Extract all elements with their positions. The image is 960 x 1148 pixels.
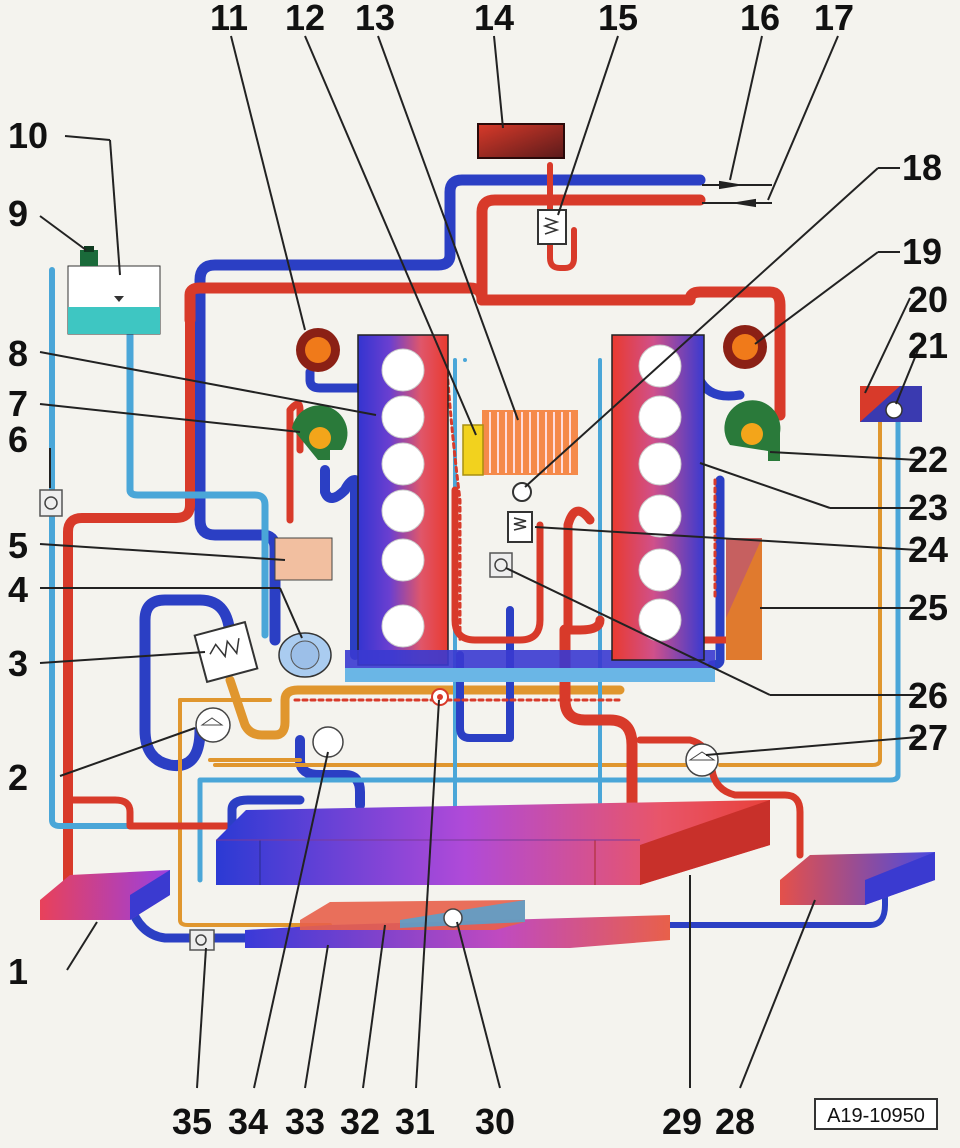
leader-lines (39, 35, 921, 1089)
blue-pipe-loop-3 (139, 594, 236, 772)
blue-pipe-7 (305, 367, 365, 393)
label-28: 28 (715, 1101, 755, 1142)
thermostat-24 (507, 511, 533, 543)
orange-pipe-3 (225, 675, 625, 740)
orange-pipe-bottom-left (178, 698, 332, 927)
auxiliary-cooler-28 (780, 852, 935, 905)
pump-34 (312, 726, 344, 758)
coolant-pump-7 (292, 405, 348, 460)
sensor-18 (512, 482, 532, 502)
heat-exchanger-13 (462, 410, 578, 476)
check-valve-6 (39, 489, 63, 517)
label-17: 17 (814, 0, 854, 38)
turbocharger-left (296, 328, 340, 372)
label-34: 34 (228, 1101, 268, 1142)
label-5: 5 (8, 525, 28, 566)
coolant-shutoff-valve-14 (477, 123, 565, 159)
label-9: 9 (8, 193, 28, 234)
label-31: 31 (395, 1101, 435, 1142)
label-15: 15 (598, 0, 638, 38)
label-19: 19 (902, 231, 942, 272)
label-27: 27 (908, 717, 948, 758)
blue-pipe-bottom (125, 900, 250, 943)
low-temp-cooler-33 (245, 915, 670, 948)
coolant-pump-22 (724, 400, 781, 461)
flow-arrows (702, 180, 772, 208)
label-32: 32 (340, 1101, 380, 1142)
auxiliary-cooler-1 (40, 870, 170, 920)
red-pipe-29 (559, 624, 638, 846)
red-pipe-7 (286, 400, 304, 524)
label-6: 6 (8, 419, 28, 460)
label-23: 23 (908, 487, 948, 528)
label-4: 4 (8, 569, 28, 610)
sensor-31 (431, 688, 449, 706)
label-12: 12 (285, 0, 325, 38)
pump-27 (685, 743, 719, 777)
blue-pipe-right (197, 417, 901, 883)
label-1: 1 (8, 951, 28, 992)
number-labels: 1 2 3 4 5 6 7 8 9 10 11 12 13 14 15 16 1… (8, 0, 948, 1142)
label-7: 7 (8, 383, 28, 424)
label-22: 22 (908, 439, 948, 480)
pump-2 (195, 707, 231, 743)
label-8: 8 (8, 333, 28, 374)
pipes (49, 162, 901, 943)
figure-reference-code: A19-10950 (814, 1098, 938, 1130)
filler-cap (80, 246, 98, 266)
component-25 (726, 538, 762, 660)
label-26: 26 (908, 675, 948, 716)
engine-bank-right (611, 334, 705, 661)
red-pipe-center (451, 486, 544, 644)
red-pipe-14 (547, 162, 577, 271)
label-18: 18 (902, 147, 942, 188)
label-10: 10 (8, 115, 48, 156)
thermostat-15 (537, 209, 567, 245)
expansion-tank (67, 265, 161, 335)
check-valve-26 (489, 552, 513, 578)
label-11: 11 (210, 0, 248, 38)
sensor-30 (443, 908, 463, 928)
label-3: 3 (8, 643, 28, 684)
turbocharger-right (723, 325, 767, 369)
label-30: 30 (475, 1101, 515, 1142)
red-pipe-top (476, 194, 706, 306)
check-valve-35 (189, 929, 215, 951)
red-pipe-loop (184, 282, 786, 421)
label-25: 25 (908, 587, 948, 628)
thermostat-3 (193, 620, 259, 684)
label-33: 33 (285, 1101, 325, 1142)
blue-pipe-engine-left (320, 465, 360, 660)
label-20: 20 (908, 279, 948, 320)
red-pipe-left (63, 295, 195, 900)
label-14: 14 (474, 0, 514, 38)
blue-pipe-left-loop (227, 795, 305, 845)
red-pipe-radiator-left (64, 796, 236, 830)
valve-20-21 (860, 386, 922, 422)
label-35: 35 (172, 1101, 212, 1142)
pump-4 (278, 632, 332, 678)
label-29: 29 (662, 1101, 702, 1142)
light-blue-pipe-tank (126, 331, 269, 639)
label-21: 21 (908, 325, 948, 366)
label-2: 2 (8, 757, 28, 798)
cooler-32 (300, 900, 525, 930)
blue-pipe-center (456, 606, 514, 742)
orange-pipe-horizontal (178, 698, 302, 762)
label-24: 24 (908, 529, 948, 570)
label-13: 13 (355, 0, 395, 38)
main-radiator-29 (216, 800, 770, 885)
label-16: 16 (740, 0, 780, 38)
light-blue-pipe-left (49, 267, 223, 829)
blue-pipe-bottom-right (657, 887, 888, 928)
